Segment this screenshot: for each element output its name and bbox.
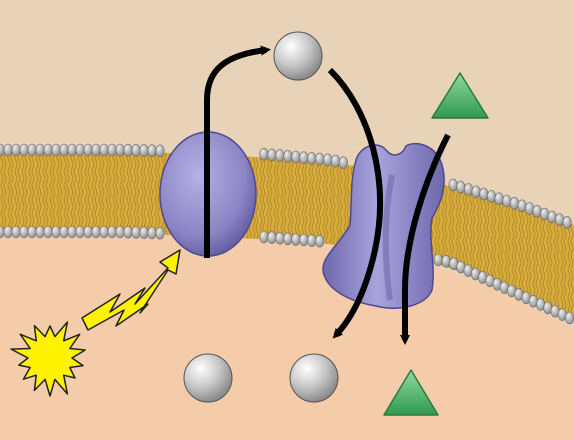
lipid-head xyxy=(275,149,285,162)
lipid-head xyxy=(307,234,317,247)
lipid-head xyxy=(3,143,13,157)
lipid-head xyxy=(51,143,61,157)
lipid-head xyxy=(471,185,481,199)
lipid-head xyxy=(299,151,309,164)
lipid-head xyxy=(27,225,37,239)
lipid-head xyxy=(123,225,133,239)
zigzag-lightning-icon xyxy=(81,249,181,331)
lipid-head xyxy=(91,143,101,157)
lipid-head xyxy=(155,144,165,158)
lipid-head xyxy=(107,143,117,157)
lipid-head xyxy=(479,187,489,201)
lipid-head xyxy=(35,143,45,157)
lipid-head xyxy=(59,143,69,157)
lipid-head xyxy=(565,311,574,325)
lipid-head xyxy=(99,225,109,239)
lipid-head xyxy=(59,225,69,239)
lipid-head xyxy=(441,254,451,268)
sphere-channel-arrow xyxy=(327,67,383,339)
lipid-head xyxy=(19,143,29,157)
lipid-head xyxy=(307,152,317,165)
lipid-head xyxy=(433,253,443,267)
lipid-head xyxy=(275,231,285,245)
lipid-head xyxy=(463,183,473,196)
lipid-head xyxy=(139,226,149,239)
lipid-head xyxy=(147,226,157,240)
lipid-head xyxy=(338,156,348,169)
lipid-head xyxy=(283,150,293,163)
lipid-head xyxy=(502,194,512,208)
lipid-head xyxy=(11,225,21,239)
lipid-head xyxy=(131,144,141,157)
lipid-head xyxy=(525,202,535,215)
upper-lipid-heads xyxy=(0,143,572,229)
lipid-head xyxy=(448,178,458,192)
sphere-icon xyxy=(289,353,339,403)
lipid-head xyxy=(299,233,309,247)
lipid-head xyxy=(67,225,77,239)
lipid-head xyxy=(75,143,85,157)
lipid-head xyxy=(330,154,340,168)
lipid-head xyxy=(35,225,45,239)
sphere-icon xyxy=(183,353,233,403)
lipid-head xyxy=(494,192,504,205)
lipid-head xyxy=(267,148,277,162)
lipid-head xyxy=(19,225,29,239)
lipid-head xyxy=(43,143,53,157)
lipid-head xyxy=(323,153,333,167)
lipid-head xyxy=(259,147,269,161)
lipid-head xyxy=(131,226,141,239)
lipid-head xyxy=(509,197,519,210)
lipid-head xyxy=(123,143,133,157)
lipid-head xyxy=(115,143,125,157)
lipid-head xyxy=(139,144,149,157)
lipid-head xyxy=(291,150,301,164)
sphere-icon xyxy=(273,31,323,81)
lipid-head xyxy=(456,180,466,194)
lipid-head xyxy=(267,231,277,244)
lipid-head xyxy=(532,205,542,218)
lipid-head xyxy=(486,190,496,203)
lipid-head xyxy=(259,230,269,244)
lipid-head xyxy=(540,207,550,221)
lipid-head xyxy=(75,225,85,239)
lipid-head xyxy=(11,143,21,157)
lipid-head xyxy=(555,213,565,226)
lipid-head xyxy=(27,143,37,157)
lipid-head xyxy=(517,199,527,213)
lipid-head xyxy=(547,210,557,224)
triangle-icon xyxy=(431,72,489,119)
channel-protein xyxy=(322,142,445,309)
lipid-head xyxy=(3,225,13,239)
lipid-head xyxy=(83,225,93,239)
lipid-head xyxy=(155,226,165,240)
lipid-head xyxy=(43,225,53,239)
lipid-head xyxy=(562,216,572,229)
lipid-head xyxy=(99,143,109,157)
lipid-head xyxy=(107,225,117,239)
starburst-icon xyxy=(10,321,86,397)
lipid-head xyxy=(115,225,125,239)
lipid-head xyxy=(83,143,93,157)
pump-transport-arrow xyxy=(204,45,271,258)
lower-lipid-heads xyxy=(0,225,574,325)
lipid-head xyxy=(147,144,157,157)
triangle-channel-arrow xyxy=(400,133,451,345)
lipid-head xyxy=(51,225,61,239)
lipid-head xyxy=(291,233,301,246)
lipid-head xyxy=(91,225,101,239)
lipid-head xyxy=(283,232,293,246)
lipid-head xyxy=(67,143,77,157)
channel-pore-shading xyxy=(382,174,395,301)
lipid-head xyxy=(315,234,325,248)
triangle-icon xyxy=(383,369,439,416)
lipid-head xyxy=(315,152,325,166)
